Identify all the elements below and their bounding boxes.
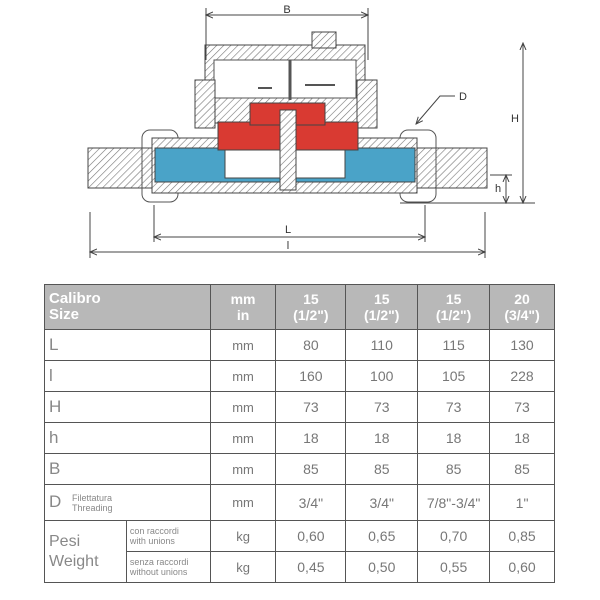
dimension-label-d: D — [459, 91, 467, 103]
dimension-label-l: l — [287, 240, 289, 252]
value-cell: 228 — [489, 360, 555, 392]
value-cell: 0,45 — [275, 551, 347, 583]
size-column-header: 15(1/2") — [345, 284, 419, 330]
value-cell: 85 — [489, 453, 555, 485]
value-cell: 85 — [345, 453, 419, 485]
meter-cover — [194, 31, 378, 129]
value-cell: 3/4" — [345, 484, 419, 521]
dimension-lines — [90, 8, 535, 258]
value-cell: 0,60 — [489, 551, 555, 583]
value-cell: 0,50 — [345, 551, 419, 583]
value-cell: 0,55 — [417, 551, 491, 583]
value-cell: 110 — [345, 329, 419, 361]
size-column-header: 15(1/2") — [417, 284, 491, 330]
value-cell: 73 — [275, 391, 347, 423]
value-cell: 80 — [275, 329, 347, 361]
row-label: l — [44, 360, 211, 392]
unit-cell: kg — [209, 551, 277, 583]
value-cell: 3/4" — [275, 484, 347, 521]
water-meter-cross-section-diagram: B D H h L l — [87, 4, 535, 258]
unit-cell: mm — [209, 360, 277, 392]
value-cell: 130 — [489, 329, 555, 361]
value-cell: 73 — [345, 391, 419, 423]
pipe-body — [87, 102, 488, 203]
value-cell: 18 — [489, 422, 555, 454]
value-cell: 105 — [417, 360, 491, 392]
value-cell: 0,65 — [345, 520, 419, 552]
unit-cell: mm — [209, 422, 277, 454]
value-cell: 160 — [275, 360, 347, 392]
value-cell: 0,70 — [417, 520, 491, 552]
row-label: h — [44, 422, 211, 454]
unit-cell: mm — [209, 329, 277, 361]
dimension-label-b: B — [283, 4, 290, 16]
value-cell: 0,85 — [489, 520, 555, 552]
value-cell: 115 — [417, 329, 491, 361]
value-cell: 85 — [417, 453, 491, 485]
value-cell: 18 — [417, 422, 491, 454]
value-cell: 0,60 — [275, 520, 347, 552]
row-label: B — [44, 453, 211, 485]
value-cell: 85 — [275, 453, 347, 485]
unit-cell: kg — [209, 520, 277, 552]
unit-cell: mm — [209, 391, 277, 423]
row-label: H — [44, 391, 211, 423]
value-cell: 18 — [345, 422, 419, 454]
value-cell: 7/8"-3/4" — [417, 484, 491, 521]
dimension-label-L: L — [285, 224, 291, 236]
unit-cell: mm — [209, 484, 277, 521]
size-column-header: 20(3/4") — [489, 284, 555, 330]
value-cell: 73 — [489, 391, 555, 423]
row-label: L — [44, 329, 211, 361]
dimension-label-h: h — [495, 183, 501, 195]
value-cell: 1" — [489, 484, 555, 521]
value-cell: 73 — [417, 391, 491, 423]
value-cell: 100 — [345, 360, 419, 392]
size-column-header: 15(1/2") — [275, 284, 347, 330]
dimension-label-H: H — [511, 113, 519, 125]
value-cell: 18 — [275, 422, 347, 454]
unit-cell: mm — [209, 453, 277, 485]
